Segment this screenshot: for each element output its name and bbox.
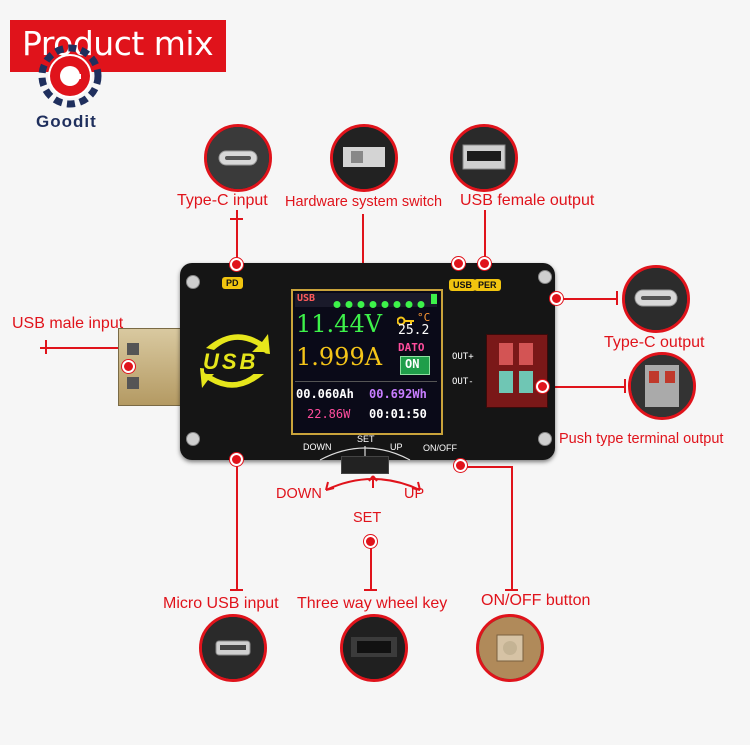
- wheel-key[interactable]: [341, 456, 389, 474]
- temp-unit: °C: [417, 311, 431, 324]
- screw-icon: [186, 275, 200, 289]
- screw-icon: [538, 432, 552, 446]
- typec-input-leader-tick: [230, 218, 243, 220]
- key-icon: [396, 313, 415, 326]
- pd-tag: PD: [222, 277, 243, 289]
- micro-usb-leader: [236, 462, 238, 590]
- energy-value: 00.692Wh: [369, 387, 427, 401]
- dial-down-label: DOWN: [303, 442, 332, 452]
- usb-female-leader: [484, 210, 486, 262]
- typec-output-leader: [557, 298, 617, 300]
- hardware-switch-label: Hardware system switch: [285, 194, 443, 210]
- usb-female-marker: [478, 257, 491, 270]
- micro-usb-leader-tick: [230, 589, 243, 591]
- push-terminal-marker: [536, 380, 549, 393]
- gear-logo-icon: [38, 44, 102, 108]
- usb-female-thumbnail: [450, 124, 518, 192]
- typec-output-label: Type-C output: [604, 334, 705, 351]
- screw-icon: [186, 432, 200, 446]
- usb-plug-hole: [127, 377, 139, 389]
- down-label: DOWN: [276, 486, 322, 502]
- state-badge: [400, 356, 430, 375]
- temp-value: 25.2: [398, 323, 430, 338]
- onoff-device-label: ON/OFF: [423, 443, 457, 453]
- push-terminal[interactable]: [486, 334, 548, 408]
- status-dots: [333, 296, 463, 308]
- hardware-switch-thumbnail: [330, 124, 398, 192]
- screw-icon: [538, 270, 552, 284]
- screen-usb-tag: USB: [297, 293, 316, 304]
- typec-output-thumbnail: [622, 265, 690, 333]
- push-terminal-output-label: Push type terminal output: [559, 431, 724, 447]
- typec-output-marker: [550, 292, 563, 305]
- hardware-switch-marker: [452, 257, 465, 270]
- onoff-leader-tick: [505, 589, 518, 591]
- push-terminal-leader: [545, 386, 625, 388]
- per-tag: PER: [474, 279, 501, 291]
- usb-badge-text: USB: [203, 349, 259, 374]
- wheel-key-leader: [370, 545, 372, 589]
- set-label: SET: [353, 510, 382, 526]
- out-minus-label: OUT-: [452, 377, 474, 387]
- state-label: ON: [405, 357, 420, 371]
- usb-male-input-label: USB male input: [12, 315, 124, 332]
- up-label: UP: [404, 486, 425, 502]
- terminal-lever: [519, 371, 533, 393]
- wheel-key-leader-tick: [364, 589, 377, 591]
- typec-input-marker: [230, 258, 243, 271]
- terminal-lever: [499, 343, 513, 365]
- usb-male-marker: [122, 360, 135, 373]
- battery-indicator: [431, 294, 437, 304]
- terminal-lever: [499, 371, 513, 393]
- dial-set-label: SET: [357, 434, 375, 444]
- terminal-lever: [519, 343, 533, 365]
- out-plus-label: OUT+: [452, 352, 474, 362]
- capacity-value: 00.060Ah: [296, 387, 354, 401]
- micro-usb-marker: [230, 453, 243, 466]
- dial-up-label: UP: [390, 442, 403, 452]
- usb-male-leader: [40, 347, 120, 349]
- lcd-screen: USB 11.44V 1.999A °C 25.2 DATO ON 00.060…: [291, 289, 443, 435]
- onoff-leader: [511, 466, 513, 590]
- time-value: 00:01:50: [369, 407, 427, 421]
- typec-input-thumbnail: [204, 124, 272, 192]
- wheel-key-label: Three way wheel key: [297, 595, 448, 612]
- mode-value: DATO: [398, 341, 425, 354]
- status-bar: [295, 293, 437, 307]
- typec-input-label: Type-C input: [177, 192, 268, 209]
- micro-usb-input-label: Micro USB input: [163, 595, 279, 612]
- usb-badge-icon: [196, 320, 274, 402]
- hardware-switch-leader: [362, 214, 364, 264]
- dial-arc-icon: [319, 446, 411, 461]
- goodit-logo: [30, 36, 110, 116]
- power-value: 22.86W: [307, 407, 351, 421]
- logo-wordmark: Goodit: [36, 112, 97, 131]
- set-marker: [364, 535, 377, 548]
- usb-plug-hole: [127, 343, 139, 355]
- current-value: 1.999A: [296, 343, 383, 371]
- push-terminal-leader-tick: [624, 379, 626, 393]
- usb-tag: USB: [449, 279, 477, 291]
- onoff-button-thumbnail: [476, 614, 544, 682]
- title-banner: [10, 20, 226, 72]
- wheel-key-thumbnail: [340, 614, 408, 682]
- onoff-button-label: ON/OFF button: [481, 592, 591, 609]
- push-terminal-thumbnail: [628, 352, 696, 420]
- usb-male-leader-tick: [45, 340, 47, 354]
- typec-input-leader: [236, 210, 238, 260]
- typec-output-leader-tick: [616, 291, 618, 305]
- screen-divider: [295, 381, 437, 382]
- usb-female-output-label: USB female output: [460, 192, 595, 209]
- onoff-marker: [454, 459, 467, 472]
- voltage-value: 11.44V: [296, 310, 383, 338]
- onoff-leader-h: [462, 466, 512, 468]
- banner-title: Product mix: [22, 24, 214, 63]
- micro-usb-thumbnail: [199, 614, 267, 682]
- wheel-direction-arrows-icon: [325, 475, 421, 491]
